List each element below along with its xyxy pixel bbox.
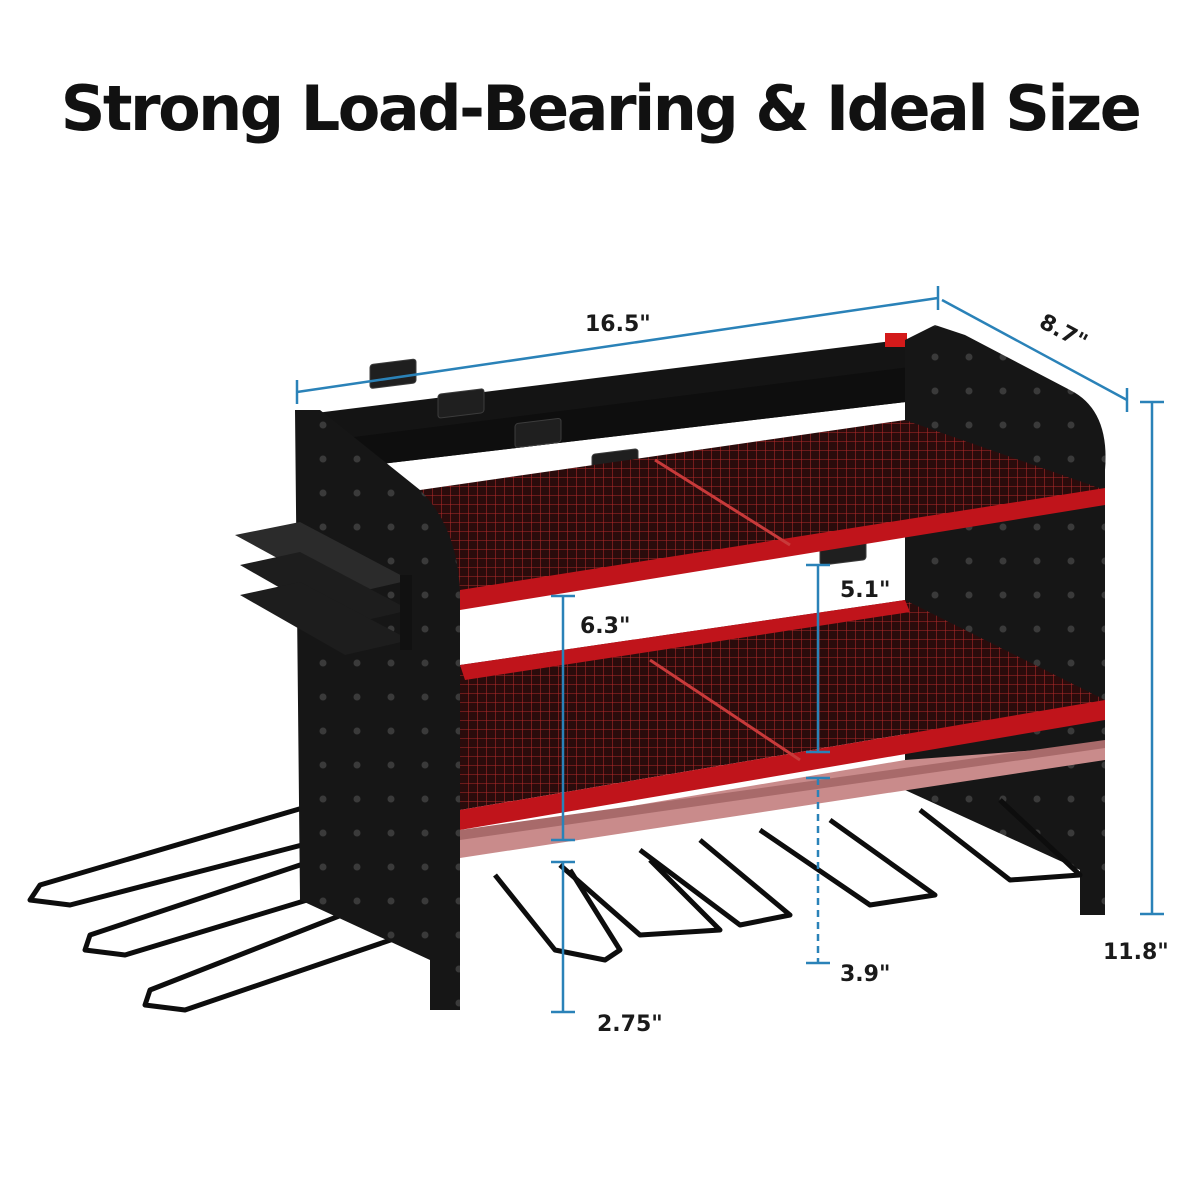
hook-height-label: 3.9" bbox=[840, 962, 891, 987]
upper-shelf bbox=[420, 420, 1105, 610]
shelf-gap-lower-label: 6.3" bbox=[580, 614, 631, 639]
height-label: 11.8" bbox=[1103, 940, 1169, 965]
headline: Strong Load-Bearing & Ideal Size bbox=[60, 72, 1142, 145]
shelf-gap-upper-label: 5.1" bbox=[840, 578, 891, 603]
power-strip bbox=[300, 333, 965, 566]
drill-hooks bbox=[27, 797, 1083, 1013]
power-switch bbox=[885, 333, 907, 347]
middle-shelf bbox=[460, 600, 1105, 830]
width-dimension-line bbox=[296, 296, 939, 394]
bottom-shelf bbox=[460, 740, 1105, 858]
bit-holder bbox=[235, 522, 412, 655]
dimension-lines bbox=[295, 286, 1164, 1014]
hook-spacing-label: 2.75" bbox=[597, 1012, 663, 1037]
width-label: 16.5" bbox=[585, 312, 651, 337]
depth-dimension-line bbox=[941, 298, 1128, 402]
